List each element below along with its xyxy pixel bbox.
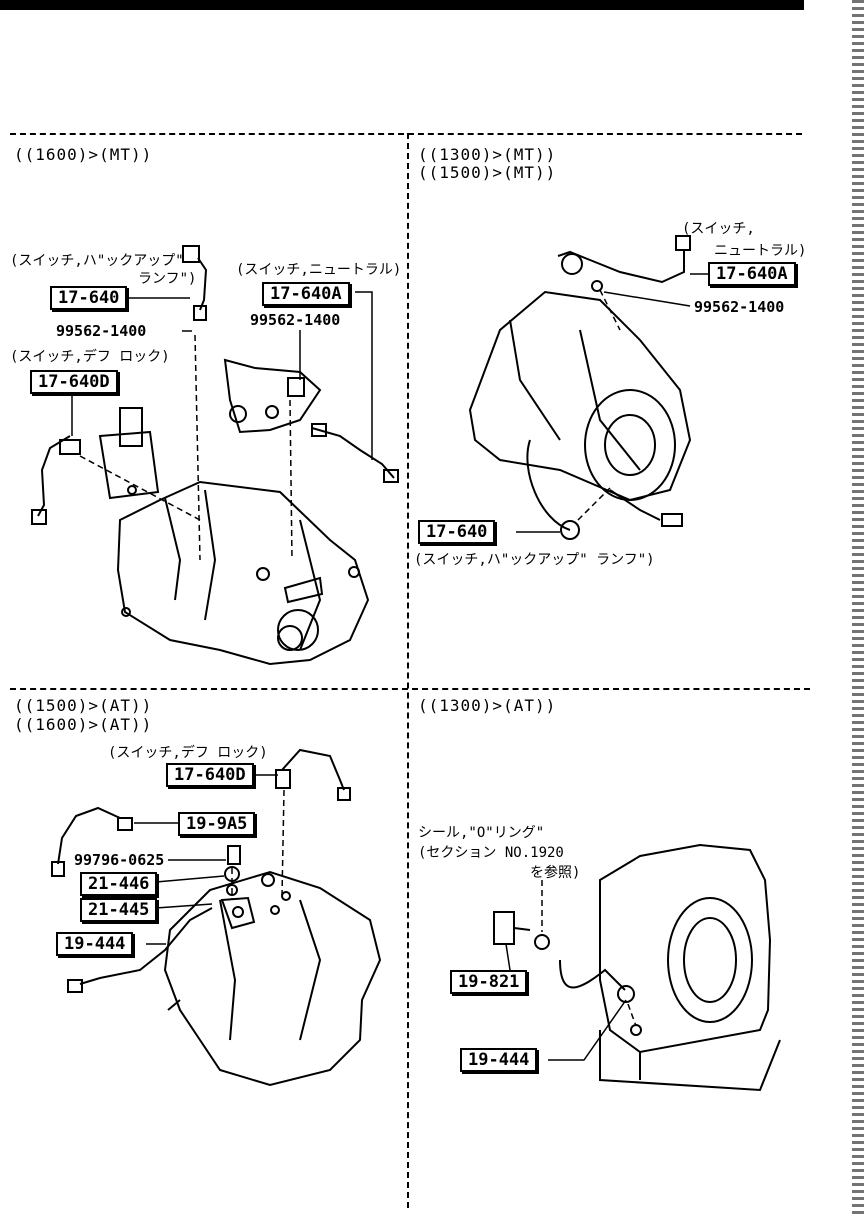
title-1300-at: ((1300)>(AT)) xyxy=(418,696,557,715)
part-box-19-9a5[interactable]: 19-9A5 xyxy=(178,812,256,836)
part-number-bolt: 99796-0625 xyxy=(74,851,165,869)
part-box-17-640a-tr[interactable]: 17-640A xyxy=(708,262,796,286)
part-box-17-640a[interactable]: 17-640A xyxy=(262,282,350,306)
top-rule xyxy=(0,0,804,10)
note-backup-lamp-tr: (スイッチ,ハ"ックアップ" ランフ") xyxy=(414,552,655,568)
page-edge xyxy=(852,0,864,1214)
transmission-1300-1500mt xyxy=(468,290,692,540)
title-1600-mt: ((1600)>(MT)) xyxy=(14,145,153,164)
tl-leaders xyxy=(71,291,373,561)
title-1600-at: ((1600)>(AT)) xyxy=(14,715,153,734)
diff-lock-switch xyxy=(31,435,81,525)
note-seal-oring: シール,"O"リング" xyxy=(418,825,545,841)
part-box-21-445[interactable]: 21-445 xyxy=(80,898,158,922)
note-refer: を参照) xyxy=(530,865,581,881)
divider-vertical xyxy=(407,133,409,1208)
part-box-17-640d-bl[interactable]: 17-640D xyxy=(166,763,254,787)
vss-sensor-at xyxy=(220,845,256,930)
title-1500-mt: ((1500)>(MT)) xyxy=(418,163,557,182)
backup-switch-1600 xyxy=(182,245,208,321)
part-box-19-821[interactable]: 19-821 xyxy=(450,970,528,994)
divider-middle xyxy=(10,688,810,690)
part-box-19-444-br[interactable]: 19-444 xyxy=(460,1048,538,1072)
note-diff-lock-bl: (スイッチ,デフ ロック) xyxy=(108,745,268,761)
transmission-1600mt xyxy=(116,480,370,666)
divider-top xyxy=(10,133,802,135)
br-leaders xyxy=(505,880,637,1061)
part-box-21-446[interactable]: 21-446 xyxy=(80,872,158,896)
part-number-washer-2: 99562-1400 xyxy=(250,311,341,329)
part-box-17-640[interactable]: 17-640 xyxy=(50,286,128,310)
part-number-washer-1: 99562-1400 xyxy=(56,322,147,340)
tr-leaders xyxy=(516,273,710,533)
note-backup-lamp-cont: ランフ") xyxy=(138,271,197,287)
part-number-washer-tr: 99562-1400 xyxy=(694,298,785,316)
shift-housing xyxy=(98,407,160,500)
note-neutral-switch: (スイッチ,ニュートラル) xyxy=(236,262,402,278)
title-1300-mt: ((1300)>(MT)) xyxy=(418,145,557,164)
neutral-switch-1300 xyxy=(557,235,691,292)
part-box-17-640-tr[interactable]: 17-640 xyxy=(418,520,496,544)
transmission-1500-1600at xyxy=(163,870,382,1087)
neutral-switch-1600 xyxy=(223,358,399,483)
note-neutral-switch-tr-cont: ニュートラル) xyxy=(714,243,807,259)
note-section-ref: (セクション NO.1920 xyxy=(418,845,564,861)
transmission-1300at xyxy=(559,843,781,1092)
note-neutral-switch-tr: (スイッチ, xyxy=(682,221,755,237)
title-1500-at: ((1500)>(AT)) xyxy=(14,696,153,715)
note-diff-lock: (スイッチ,デフ ロック) xyxy=(10,349,170,365)
bl-leaders xyxy=(134,774,285,945)
note-backup-lamp: (スイッチ,ハ"ックアップ" xyxy=(10,253,184,269)
part-box-19-444-bl[interactable]: 19-444 xyxy=(56,932,134,956)
oring-and-fitting xyxy=(493,911,550,950)
at-harness xyxy=(51,748,351,993)
part-box-17-640d[interactable]: 17-640D xyxy=(30,370,118,394)
